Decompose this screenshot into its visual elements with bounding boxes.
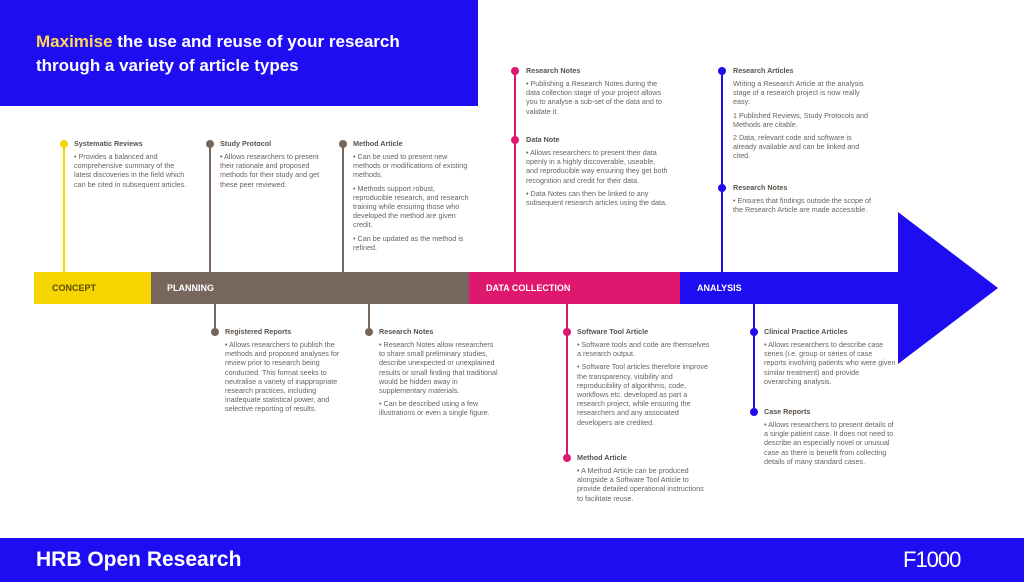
article-text: • Allows researchers to present their da… — [526, 148, 668, 185]
article-study-protocol: Study Protocol • Allows researchers to p… — [220, 139, 320, 193]
connector-line — [721, 73, 723, 272]
article-heading: Systematic Reviews — [74, 139, 143, 148]
article-heading: Study Protocol — [220, 139, 272, 148]
article-text: • Research Notes allow researchers to sh… — [379, 340, 498, 396]
article-body: • Provides a balanced and comprehensive … — [74, 152, 192, 189]
article-software-tool: Software Tool Article • Software tools a… — [577, 327, 715, 431]
article-heading: Research Articles — [733, 66, 794, 75]
page-title: Maximise the use and reuse of your resea… — [36, 30, 466, 78]
article-heading: Method Article — [353, 139, 403, 148]
article-heading: Case Reports — [764, 407, 811, 416]
connector-dot — [60, 140, 68, 148]
article-text: • Software tools and code are themselves… — [577, 340, 710, 359]
title-banner — [0, 0, 478, 106]
article-text: • A Method Article can be produced along… — [577, 466, 704, 503]
connector-dot — [211, 328, 219, 336]
article-heading: Data Note — [526, 135, 560, 144]
article-clinical-practice: Clinical Practice Articles • Allows rese… — [764, 327, 896, 390]
article-research-articles: Research Articles Writing a Research Art… — [733, 66, 873, 165]
connector-dot — [563, 328, 571, 336]
article-heading: Research Notes — [526, 66, 581, 75]
article-text: • Methods support robust, reproducible r… — [353, 183, 469, 230]
connector-dot — [750, 328, 758, 336]
stage-bar-planning — [151, 272, 469, 304]
article-text: • Allows researchers to describe case se… — [764, 340, 896, 386]
article-body: • Allows researchers to present their da… — [526, 148, 668, 207]
article-heading: Software Tool Article — [577, 327, 649, 336]
article-heading: Research Notes — [379, 327, 434, 336]
article-body: • Ensures that findings outside the scop… — [733, 196, 873, 214]
connector-line — [63, 146, 65, 272]
article-method-article-top: Method Article • Can be used to present … — [353, 139, 471, 256]
connector-dot — [750, 408, 758, 416]
article-case-reports: Case Reports • Allows researchers to pre… — [764, 407, 896, 470]
connector-dot — [718, 184, 726, 192]
footer-brand: HRB Open Research — [36, 548, 242, 571]
connector-dot — [511, 136, 519, 144]
article-text: • Allows researchers to publish the meth… — [225, 340, 340, 414]
article-systematic-reviews: Systematic Reviews • Provides a balanced… — [74, 139, 192, 193]
article-heading: Research Notes — [733, 183, 788, 192]
stage-bar-analysis — [680, 272, 902, 304]
article-text: • Software Tool articles therefore impro… — [577, 362, 709, 427]
connector-line — [214, 304, 216, 330]
title-rest: the use and reuse of your research throu… — [36, 32, 400, 75]
f1000-logo: F1000 — [903, 547, 961, 572]
connector-dot — [365, 328, 373, 336]
article-method-article-bottom: Method Article • A Method Article can be… — [577, 453, 707, 507]
article-body: • Allows researchers to present details … — [764, 420, 896, 466]
article-text: • Ensures that findings outside the scop… — [733, 196, 871, 215]
connector-dot — [563, 454, 571, 462]
connector-dot — [718, 67, 726, 75]
article-text: Writing a Research Article at the analys… — [733, 79, 864, 107]
connector-dot — [339, 140, 347, 148]
footer-bar — [0, 538, 1024, 582]
article-text: • Can be updated as the method is refine… — [353, 233, 464, 252]
article-body: • Allows researchers to publish the meth… — [225, 340, 345, 414]
article-text: • Allows researchers to present their ra… — [220, 152, 320, 189]
connector-line — [566, 304, 568, 460]
connector-line — [753, 304, 755, 414]
article-body: • A Method Article can be produced along… — [577, 466, 707, 503]
article-body: Writing a Research Article at the analys… — [733, 79, 873, 161]
article-text: • Data Notes can then be linked to any s… — [526, 188, 668, 208]
article-text: 2 Data, relevant code and software is al… — [733, 133, 860, 161]
connector-line — [209, 146, 211, 272]
article-body: • Software tools and code are themselves… — [577, 340, 715, 427]
article-text: • Can be described using a few illustrat… — [379, 399, 490, 418]
article-body: • Allows researchers to describe case se… — [764, 340, 896, 386]
article-research-notes-an: Research Notes • Ensures that findings o… — [733, 183, 873, 218]
article-heading: Clinical Practice Articles — [764, 327, 848, 336]
title-highlight: Maximise — [36, 32, 113, 51]
connector-line — [368, 304, 370, 330]
stage-label-concept: CONCEPT — [52, 283, 97, 293]
article-body: • Research Notes allow researchers to sh… — [379, 340, 501, 418]
stage-label-data-collection: DATA COLLECTION — [486, 283, 571, 293]
stage-bar-data-collection — [469, 272, 680, 304]
article-body: • Can be used to present new methods or … — [353, 152, 471, 252]
article-body: • Allows researchers to present their ra… — [220, 152, 320, 189]
article-heading: Registered Reports — [225, 327, 292, 336]
stage-label-analysis: ANALYSIS — [697, 283, 742, 293]
article-heading: Method Article — [577, 453, 627, 462]
article-research-notes-dc: Research Notes • Publishing a Research N… — [526, 66, 668, 120]
connector-dot — [206, 140, 214, 148]
connector-line — [342, 146, 344, 272]
article-registered-reports: Registered Reports • Allows researchers … — [225, 327, 345, 418]
article-text: • Can be used to present new methods or … — [353, 152, 468, 180]
stage-label-planning: PLANNING — [167, 283, 214, 293]
article-research-notes-pl: Research Notes • Research Notes allow re… — [379, 327, 501, 422]
article-text: • Publishing a Research Notes during the… — [526, 79, 662, 116]
timeline-arrowhead — [898, 212, 998, 364]
article-text: • Allows researchers to present details … — [764, 420, 894, 466]
article-text: 1 Published Reviews, Study Protocols and… — [733, 110, 869, 129]
article-data-note: Data Note • Allows researchers to presen… — [526, 135, 668, 211]
article-body: • Publishing a Research Notes during the… — [526, 79, 668, 116]
stage-bar-concept — [34, 272, 151, 304]
connector-dot — [511, 67, 519, 75]
article-text: • Provides a balanced and comprehensive … — [74, 152, 187, 189]
connector-line — [514, 73, 516, 272]
